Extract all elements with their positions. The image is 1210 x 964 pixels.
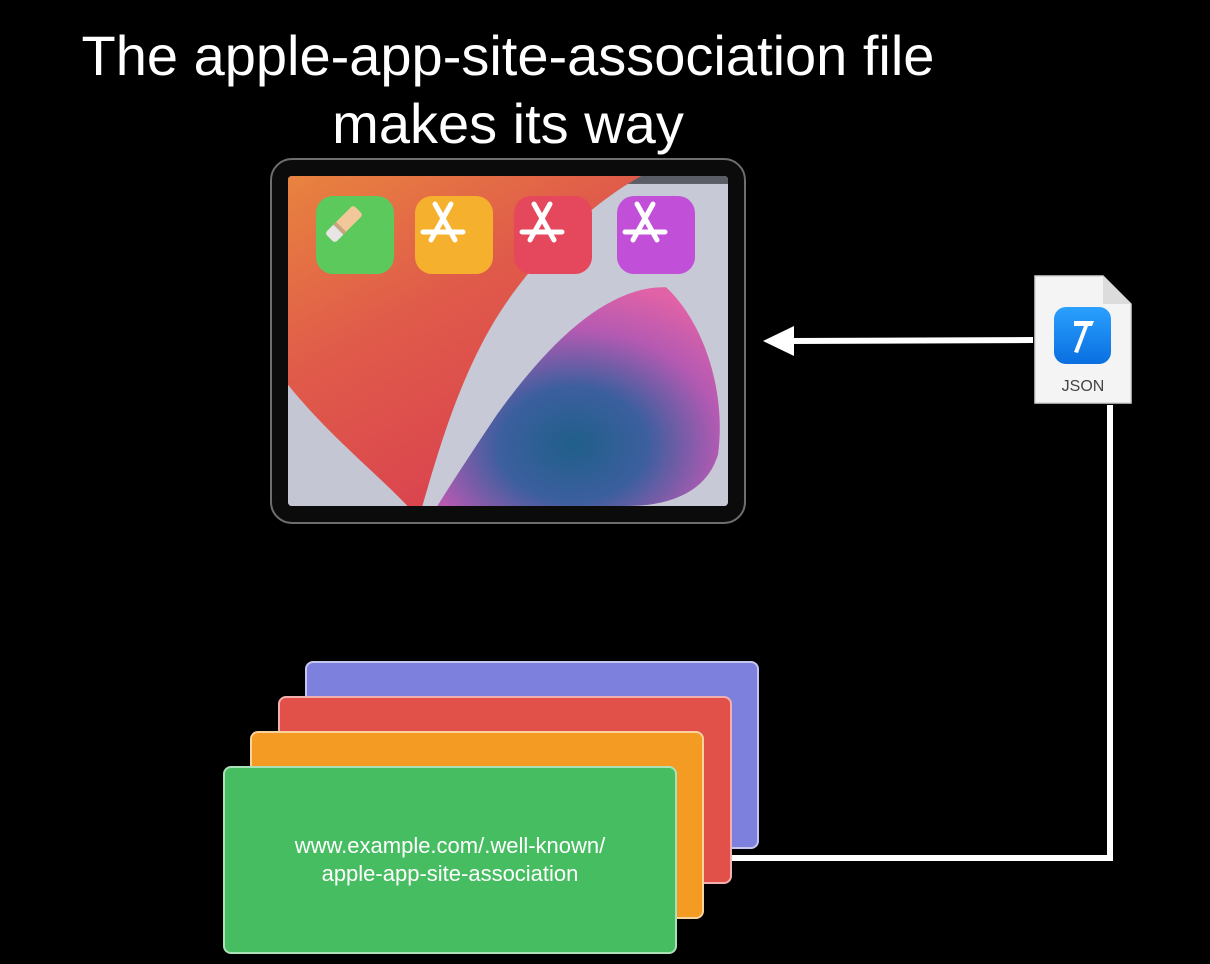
ipad-screen [288,176,728,506]
hammer-icon [1054,307,1111,364]
arrow-to-website-line [714,405,1113,861]
website-url-line-2: apple-app-site-association [321,861,579,886]
ipad-device [270,158,746,524]
website-card-green[interactable]: www.example.com/.well-known/ apple-app-s… [223,766,677,954]
title-line-1: The apple-app-site-association file [81,24,935,87]
pencil-app-icon[interactable] [316,196,394,274]
json-file-icon[interactable]: JSON [1033,274,1133,405]
arrow-to-device-line [789,337,1034,344]
website-url: www.example.com/.well-known/ apple-app-s… [295,832,606,888]
slide-title: The apple-app-site-association file make… [0,22,1016,158]
website-url-line-1: www.example.com/.well-known/ [294,833,606,858]
pencil-icon [326,206,362,242]
title-line-2: makes its way [332,92,684,155]
app-store-icon-purple[interactable] [617,196,695,274]
app-store-icon-yellow[interactable] [415,196,493,274]
app-store-glyph-icon [420,201,466,243]
app-store-glyph-icon [622,201,668,243]
hammer-glyph-icon [1074,321,1094,353]
app-store-glyph-icon [519,201,565,243]
arrow-head-device [763,326,794,356]
json-label: JSON [1061,378,1105,395]
app-store-icon-red[interactable] [514,196,592,274]
